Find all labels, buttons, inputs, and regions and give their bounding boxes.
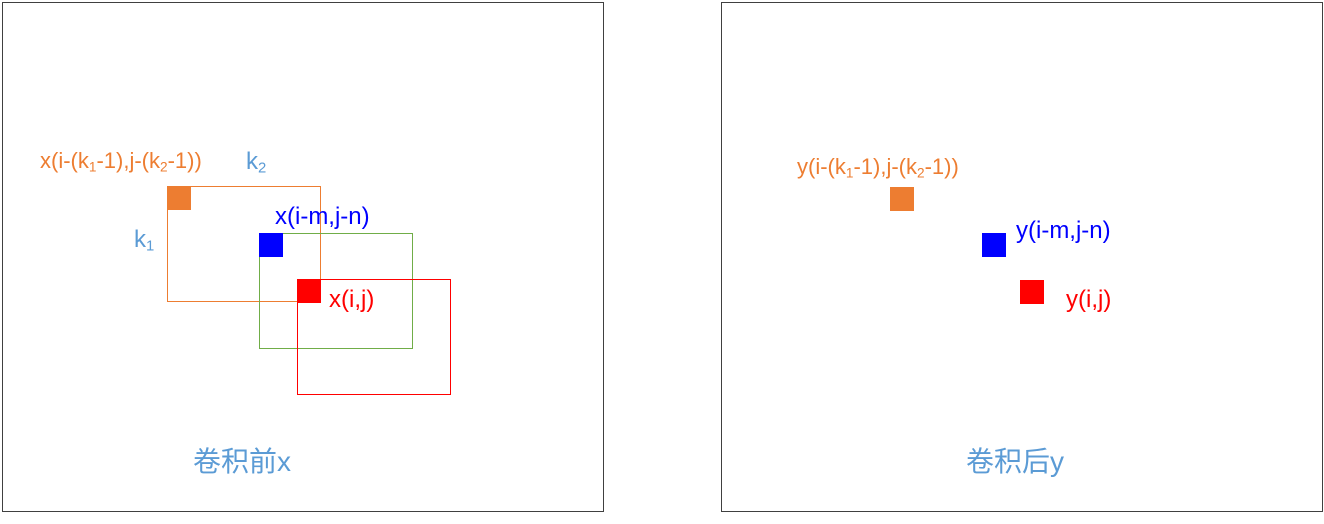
red-output-pixel — [1020, 280, 1044, 304]
right-point-label: y(i,j) — [1066, 286, 1112, 313]
left-corner-label: x(i-(k1-1),j-(k2-1)) — [40, 148, 202, 175]
orange-corner-pixel — [167, 186, 191, 210]
left-point-label: x(i,j) — [329, 286, 375, 313]
blue-output-pixel — [982, 233, 1006, 257]
k2-label: k2 — [246, 148, 267, 177]
left-mid-label: x(i-m,j-n) — [275, 203, 370, 230]
red-target-pixel — [297, 279, 321, 303]
right-panel — [721, 2, 1323, 512]
orange-output-pixel — [890, 187, 914, 211]
right-mid-label: y(i-m,j-n) — [1016, 217, 1111, 244]
green-kernel-window — [259, 233, 413, 349]
left-panel — [2, 2, 604, 512]
orange-kernel-window — [167, 186, 321, 302]
k1-label: k1 — [134, 226, 155, 255]
red-kernel-window — [297, 279, 451, 395]
right-caption: 卷积后y — [966, 446, 1065, 477]
left-caption: 卷积前x — [193, 446, 292, 477]
right-corner-label: y(i-(k1-1),j-(k2-1)) — [797, 154, 959, 181]
blue-mid-pixel — [259, 233, 283, 257]
